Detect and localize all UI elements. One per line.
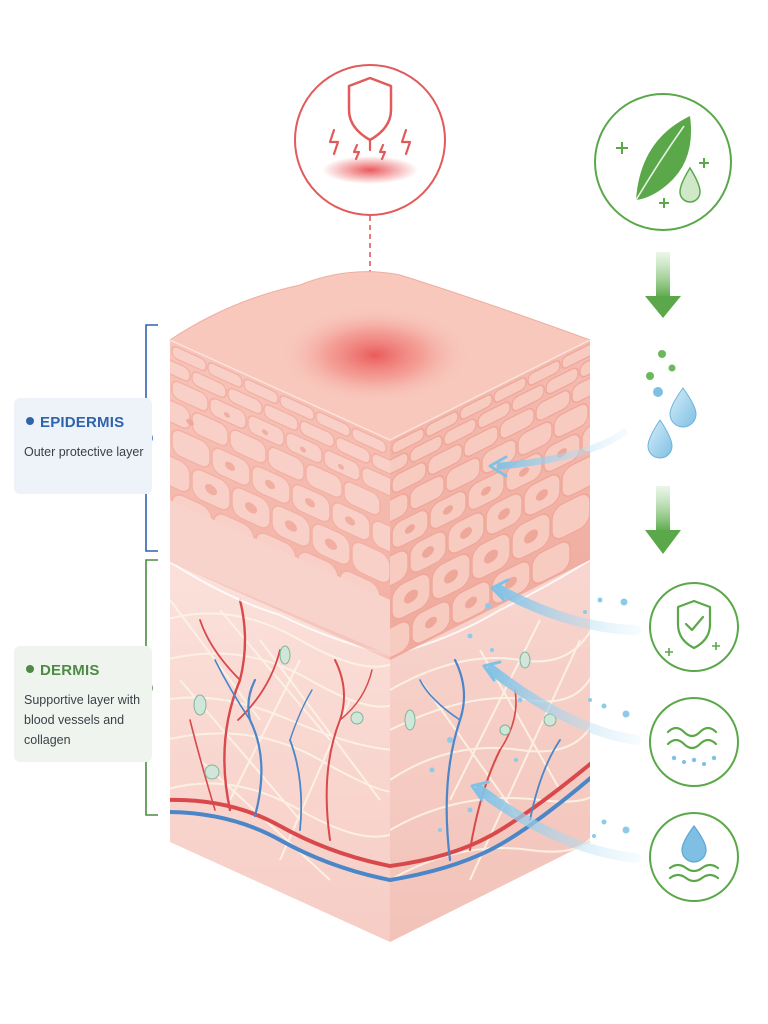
epidermis-title: EPIDERMIS [26,414,124,431]
epidermis-cells-side [390,343,590,660]
botanical-callout [594,93,732,231]
plus-icon [616,142,709,208]
dermis-cells [193,645,557,780]
irritation-callout [294,64,446,306]
waves-dots-icon [666,726,718,750]
dermis-label-card: DERMIS Supportive layer with blood vesse… [14,646,152,762]
green-arrow-lower [645,486,681,554]
epidermis-label-card: EPIDERMIS Outer protective layer [14,398,152,494]
epidermis-description: Outer protective layer [24,445,144,459]
shield-check-icon [665,599,720,656]
dermis-description: Supportive layer with blood vessels and … [24,693,141,747]
botanical-droplets [646,350,697,459]
blood-vessels [170,598,390,882]
lightning-icon [328,128,412,161]
epidermis-title-text: EPIDERMIS [40,414,125,431]
dermis-dot-icon [26,665,34,673]
water-drop-icon [681,824,707,863]
absorption-flows [470,428,641,863]
irritation-spot [280,307,470,403]
skin-block [168,271,592,942]
benefit-soothe [649,697,739,787]
waves-icon [668,863,720,883]
benefit-hydrate [649,812,739,902]
benefit-protect [649,582,739,672]
epidermis-dot-icon [26,417,34,425]
green-arrow-upper [645,252,681,318]
dermis-title: DERMIS [26,662,100,679]
dermis-title-text: DERMIS [40,662,100,679]
leaf-icon [635,116,692,201]
absorption-dots [429,597,630,838]
drop-icon [679,166,701,203]
